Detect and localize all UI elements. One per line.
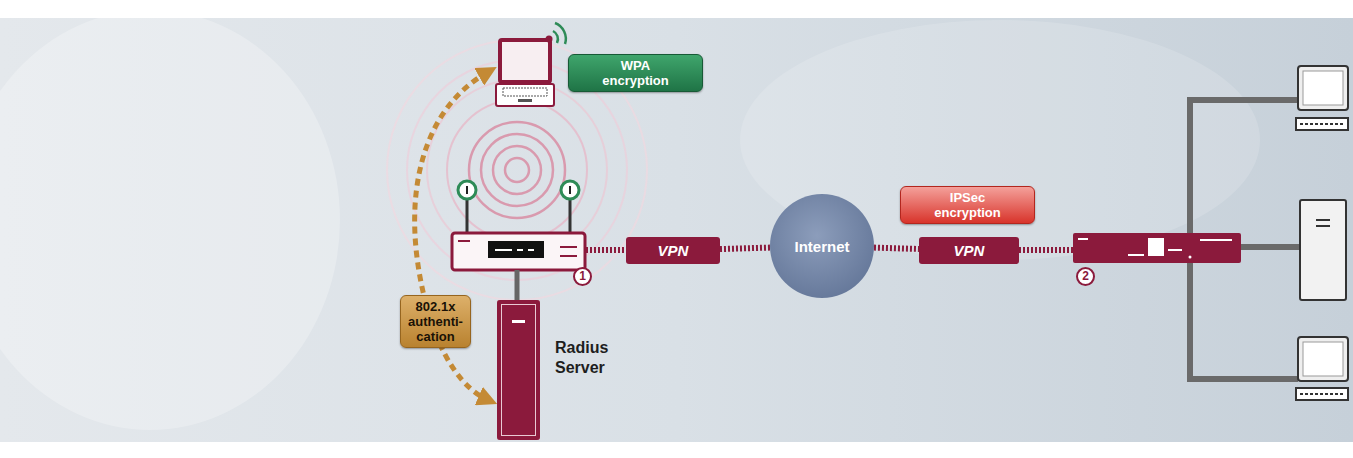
node-text: WPA encryption — [602, 58, 668, 88]
wifi-wave — [553, 31, 558, 43]
radio-ring — [493, 146, 541, 194]
antenna — [466, 198, 469, 234]
node-text: VPN — [658, 242, 689, 259]
antenna-ring — [561, 181, 579, 199]
router-display — [488, 241, 544, 258]
internet-cloud: Internet — [770, 194, 874, 298]
vpn-box: VPN — [626, 237, 720, 264]
gateway-body — [1073, 233, 1241, 263]
laptop-screen — [500, 40, 550, 82]
router-mark — [458, 240, 470, 242]
callout-number: 2 — [1076, 267, 1095, 286]
keyboard-keys — [1300, 123, 1344, 125]
node-text: IPSec encryption — [934, 190, 1000, 220]
laptop-keys — [503, 88, 547, 96]
router-led — [495, 249, 512, 251]
encryption-tag: IPSec encryption — [900, 186, 1035, 224]
router-body — [452, 233, 585, 270]
laptop-icon — [496, 23, 566, 106]
server-slot — [512, 320, 525, 323]
vpn-tunnel-line — [586, 247, 626, 253]
pc-server — [1300, 200, 1346, 300]
laptop-touchpad — [518, 99, 532, 102]
tunnel-connector — [874, 248, 919, 249]
router-led — [528, 249, 534, 251]
gateway-mark — [1078, 238, 1088, 240]
router-mark — [560, 246, 577, 248]
radio-ring — [469, 122, 565, 218]
server-tower — [497, 300, 540, 440]
vpn-box: VPN — [919, 237, 1019, 264]
router-mark — [560, 255, 577, 257]
pc-top — [1296, 66, 1348, 130]
gateway-mark — [1200, 239, 1232, 241]
lan-wire — [1187, 376, 1298, 382]
lan-bus — [1187, 100, 1300, 382]
router-led — [517, 249, 523, 251]
router-icon — [452, 181, 585, 270]
gateway-led — [1189, 256, 1192, 259]
radio-ring — [481, 134, 553, 206]
tower — [1300, 200, 1346, 300]
radio-ring — [505, 158, 529, 182]
auth-tag: 802.1x authenti- cation — [400, 295, 471, 348]
gateway-mark — [1128, 254, 1144, 256]
monitor — [1298, 66, 1348, 110]
gateway-display — [1148, 238, 1164, 256]
tower-slot — [1316, 225, 1330, 227]
background-face — [0, 10, 340, 430]
keyboard — [1296, 388, 1348, 400]
keyboard-keys — [1300, 393, 1344, 395]
wifi-dot — [546, 36, 553, 43]
gateway-mark — [1168, 249, 1182, 251]
lan-wire — [515, 270, 520, 302]
monitor-screen — [1303, 71, 1343, 105]
wifi-wave — [555, 23, 566, 44]
pc-bottom — [1296, 337, 1348, 400]
tunnel-connector — [720, 248, 770, 250]
tower-slot — [1316, 219, 1330, 221]
gateway-device — [1073, 233, 1241, 263]
antenna-tip — [569, 186, 571, 194]
vpn-tunnel-line — [1019, 247, 1073, 253]
radius-server: Radius Server — [497, 300, 540, 440]
antenna — [569, 198, 572, 234]
radio-ring — [447, 100, 587, 240]
radio-ring — [407, 60, 627, 280]
node-text: 802.1x authenti- cation — [408, 299, 463, 344]
monitor-screen — [1303, 342, 1343, 376]
lan-wire — [1187, 97, 1298, 103]
encryption-tag: WPA encryption — [568, 54, 703, 92]
antenna-tip — [466, 186, 468, 194]
callout-number: 1 — [573, 267, 592, 286]
node-heading: Radius Server — [555, 338, 608, 378]
laptop-base — [496, 84, 554, 106]
antenna-ring — [458, 181, 476, 199]
node-text: VPN — [954, 242, 985, 259]
monitor — [1298, 337, 1348, 381]
node-text: Internet — [794, 238, 849, 255]
lan-wire — [1240, 244, 1300, 250]
keyboard — [1296, 118, 1348, 130]
